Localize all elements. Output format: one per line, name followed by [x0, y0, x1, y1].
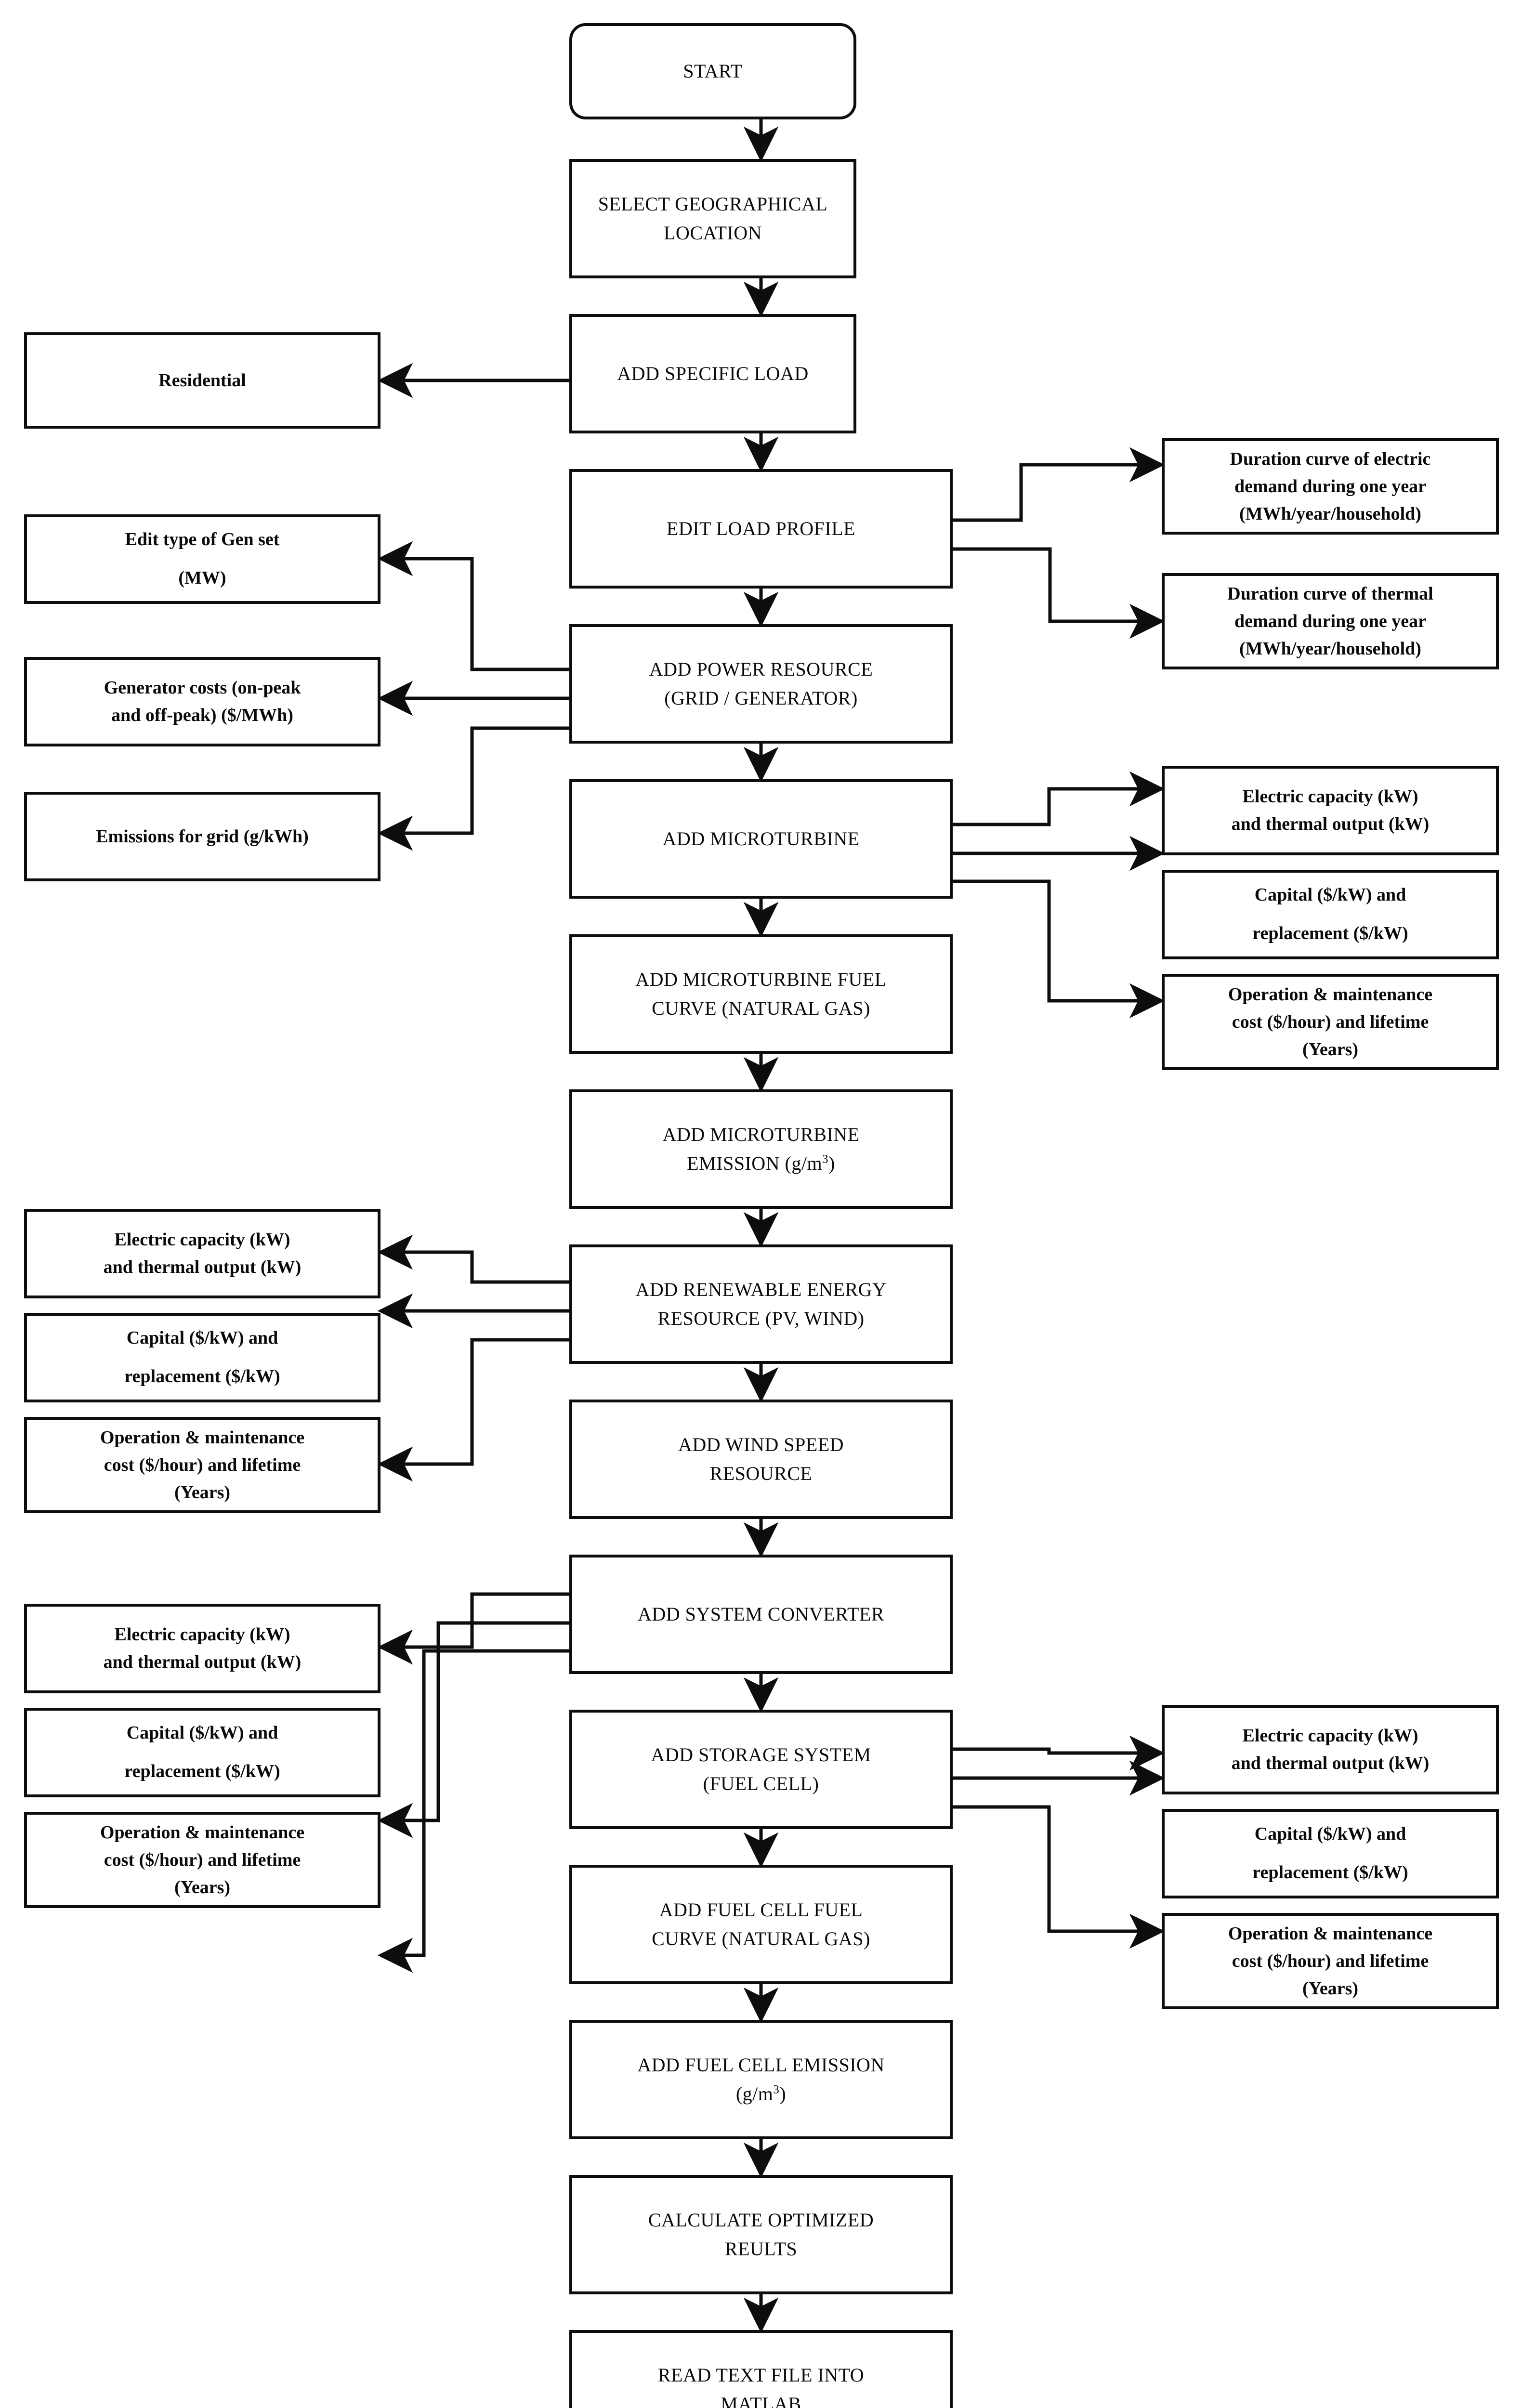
node-add-microturbine-label: ADD MICROTURBINE	[662, 828, 860, 850]
node-add-specific-load[interactable]: ADD SPECIFIC LOAD	[569, 314, 856, 433]
node-add-storage-system-label: ADD STORAGE SYSTEM(FUEL CELL)	[651, 1744, 871, 1794]
node-renewable-capacity[interactable]: Electric capacity (kW)and thermal output…	[24, 1209, 380, 1298]
node-edit-load-profile-label: EDIT LOAD PROFILE	[666, 518, 856, 539]
node-edit-load-profile[interactable]: EDIT LOAD PROFILE	[569, 469, 953, 589]
node-start-label: START	[683, 60, 743, 82]
node-fuel-cell-emission[interactable]: ADD FUEL CELL EMISSION(g/m3)	[569, 2020, 953, 2139]
node-start[interactable]: START	[569, 23, 856, 119]
node-grid-emissions[interactable]: Emissions for grid (g/kWh)	[24, 792, 380, 881]
node-microturbine-capacity[interactable]: Electric capacity (kW)and thermal output…	[1162, 766, 1499, 855]
node-add-storage-system[interactable]: ADD STORAGE SYSTEM(FUEL CELL)	[569, 1710, 953, 1829]
node-add-system-converter-label: ADD SYSTEM CONVERTER	[637, 1603, 885, 1625]
node-storage-capacity-label: Electric capacity (kW)and thermal output…	[1231, 1726, 1430, 1773]
node-fuel-cell-emission-label: ADD FUEL CELL EMISSION(g/m3)	[637, 2054, 885, 2105]
node-add-power-resource[interactable]: ADD POWER RESOURCE(GRID / GENERATOR)	[569, 624, 953, 744]
node-storage-capacity[interactable]: Electric capacity (kW)and thermal output…	[1162, 1705, 1499, 1794]
node-renewable-capacity-label: Electric capacity (kW)and thermal output…	[103, 1230, 302, 1277]
node-residential-label: Residential	[158, 370, 246, 391]
node-add-microturbine[interactable]: ADD MICROTURBINE	[569, 779, 953, 899]
node-genset-type[interactable]: Edit type of Gen set(MW)	[24, 514, 380, 604]
node-microturbine-capacity-label: Electric capacity (kW)and thermal output…	[1231, 786, 1430, 834]
node-converter-capacity[interactable]: Electric capacity (kW)and thermal output…	[24, 1604, 380, 1693]
node-grid-emissions-label: Emissions for grid (g/kWh)	[96, 826, 309, 847]
node-genset-type-label: Edit type of Gen set(MW)	[125, 529, 280, 588]
node-converter-capacity-label: Electric capacity (kW)and thermal output…	[103, 1624, 302, 1672]
node-residential[interactable]: Residential	[24, 332, 380, 429]
node-add-specific-load-label: ADD SPECIFIC LOAD	[617, 363, 809, 384]
node-add-power-resource-label: ADD POWER RESOURCE(GRID / GENERATOR)	[649, 658, 873, 709]
node-add-system-converter[interactable]: ADD SYSTEM CONVERTER	[569, 1555, 953, 1674]
